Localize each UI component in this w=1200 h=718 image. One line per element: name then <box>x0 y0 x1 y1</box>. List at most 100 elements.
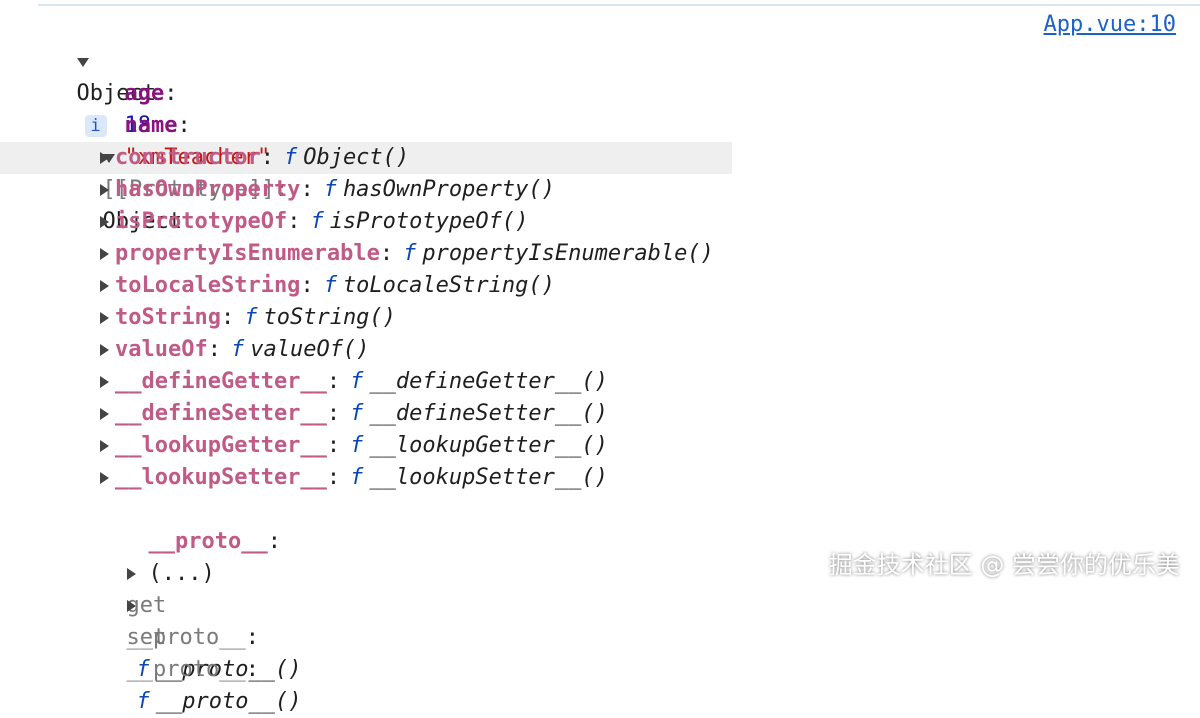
proto-accessor-row[interactable]: __proto__: (...) <box>122 494 281 586</box>
method-key: __lookupGetter__ <box>115 433 327 458</box>
method-key: __defineGetter__ <box>115 369 327 394</box>
colon: : <box>207 337 221 362</box>
prototype-method-row[interactable]: __defineSetter__: f__defineSetter__() <box>100 398 608 430</box>
colon: : <box>300 273 314 298</box>
function-name: propertyIsEnumerable() <box>422 241 714 266</box>
expand-right-icon[interactable] <box>126 600 136 612</box>
expand-right-icon[interactable] <box>100 248 109 260</box>
method-key: toLocaleString <box>115 273 301 298</box>
colon: : <box>245 657 259 682</box>
colon: : <box>326 401 341 426</box>
colon: : <box>220 305 235 330</box>
method-key: __defineSetter__ <box>115 401 327 426</box>
function-keyword: f <box>323 177 337 202</box>
prototype-method-row[interactable]: __lookupSetter__: f__lookupSetter__() <box>100 462 608 494</box>
property-row-name: name: "xmTeacher" <box>98 78 271 170</box>
colon: : <box>326 369 341 394</box>
property-row-age: age: 18 <box>98 46 178 138</box>
console-divider <box>38 4 1200 6</box>
function-keyword: f <box>230 337 245 362</box>
accessor-prefix: set <box>126 625 167 650</box>
colon: : <box>260 145 274 170</box>
colon: : <box>164 81 178 106</box>
expand-right-icon[interactable] <box>100 280 109 292</box>
colon: : <box>287 209 301 234</box>
expand-right-icon[interactable] <box>100 216 109 228</box>
function-name: __lookupGetter__() <box>369 433 608 458</box>
function-keyword: f <box>350 433 364 458</box>
expand-down-icon[interactable] <box>76 57 89 67</box>
method-key: isPrototypeOf <box>115 209 288 234</box>
method-key: valueOf <box>115 337 208 362</box>
method-key: propertyIsEnumerable <box>115 241 380 266</box>
method-key: toString <box>115 305 221 330</box>
function-keyword: f <box>350 465 364 490</box>
accessor-key: __proto__ <box>126 657 246 682</box>
expand-right-icon[interactable] <box>100 376 109 388</box>
expand-right-icon[interactable] <box>100 184 109 196</box>
colon: : <box>245 625 259 650</box>
function-name: toLocaleString() <box>342 273 555 298</box>
info-icon[interactable]: i <box>84 115 107 137</box>
prototype-method-row[interactable]: __defineGetter__: f__defineGetter__() <box>100 366 608 398</box>
prototype-value: Object <box>102 209 182 234</box>
function-name: __defineGetter__() <box>369 369 608 394</box>
colon: : <box>379 241 394 266</box>
function-name: valueOf() <box>250 337 370 362</box>
function-keyword: f <box>350 369 364 394</box>
function-keyword: f <box>323 273 337 298</box>
colon: : <box>177 113 191 138</box>
function-keyword: f <box>403 241 417 266</box>
function-keyword: f <box>136 689 150 714</box>
function-keyword: f <box>310 209 324 234</box>
expand-right-icon[interactable] <box>100 344 109 356</box>
getter-row[interactable]: get __proto__: f__proto__() <box>100 526 301 682</box>
function-keyword: f <box>244 305 258 330</box>
colon: : <box>300 177 314 202</box>
method-key: constructor <box>115 145 261 170</box>
expand-right-icon[interactable] <box>100 440 109 452</box>
expand-right-icon[interactable] <box>100 152 109 164</box>
source-link[interactable]: App.vue:10 <box>1043 12 1176 37</box>
function-name: __lookupSetter__() <box>369 465 608 490</box>
method-key: __lookupSetter__ <box>115 465 327 490</box>
root-object-label: Object <box>76 81 156 106</box>
root-object-row[interactable]: Object i <box>50 14 156 137</box>
expand-right-icon[interactable] <box>126 568 136 580</box>
lazy-value[interactable]: (...) <box>148 561 215 586</box>
colon: : <box>326 433 341 458</box>
method-key: hasOwnProperty <box>115 177 301 202</box>
expand-right-icon[interactable] <box>100 312 109 324</box>
property-value: 18 <box>124 113 152 138</box>
expand-right-icon[interactable] <box>100 408 109 420</box>
colon: : <box>326 465 341 490</box>
colon: : <box>274 177 288 202</box>
setter-row[interactable]: set __proto__: f__proto__() <box>100 558 301 714</box>
expand-right-icon[interactable] <box>100 472 109 484</box>
property-key: name <box>124 113 178 138</box>
function-name: toString() <box>263 305 396 330</box>
function-name: __proto__() <box>155 689 302 714</box>
prototype-label: [[Prototype]] <box>102 177 275 202</box>
function-keyword: f <box>350 401 364 426</box>
property-value: "xmTeacher" <box>124 145 271 170</box>
prototype-row[interactable]: [[Prototype]]: Object <box>76 110 288 234</box>
property-key: __proto__ <box>148 529 268 554</box>
function-name: __defineSetter__() <box>369 401 608 426</box>
function-name: hasOwnProperty() <box>342 177 555 202</box>
property-key: age <box>124 81 165 106</box>
function-keyword: f <box>283 145 298 170</box>
colon: : <box>267 529 281 554</box>
row-hover-highlight <box>0 142 732 174</box>
watermark-text: 掘金技术社区 @ 尝尝你的优乐美 <box>828 551 1180 579</box>
function-name: isPrototypeOf() <box>329 209 529 234</box>
prototype-method-row[interactable]: __lookupGetter__: f__lookupGetter__() <box>100 430 608 462</box>
function-name: Object() <box>303 145 410 170</box>
